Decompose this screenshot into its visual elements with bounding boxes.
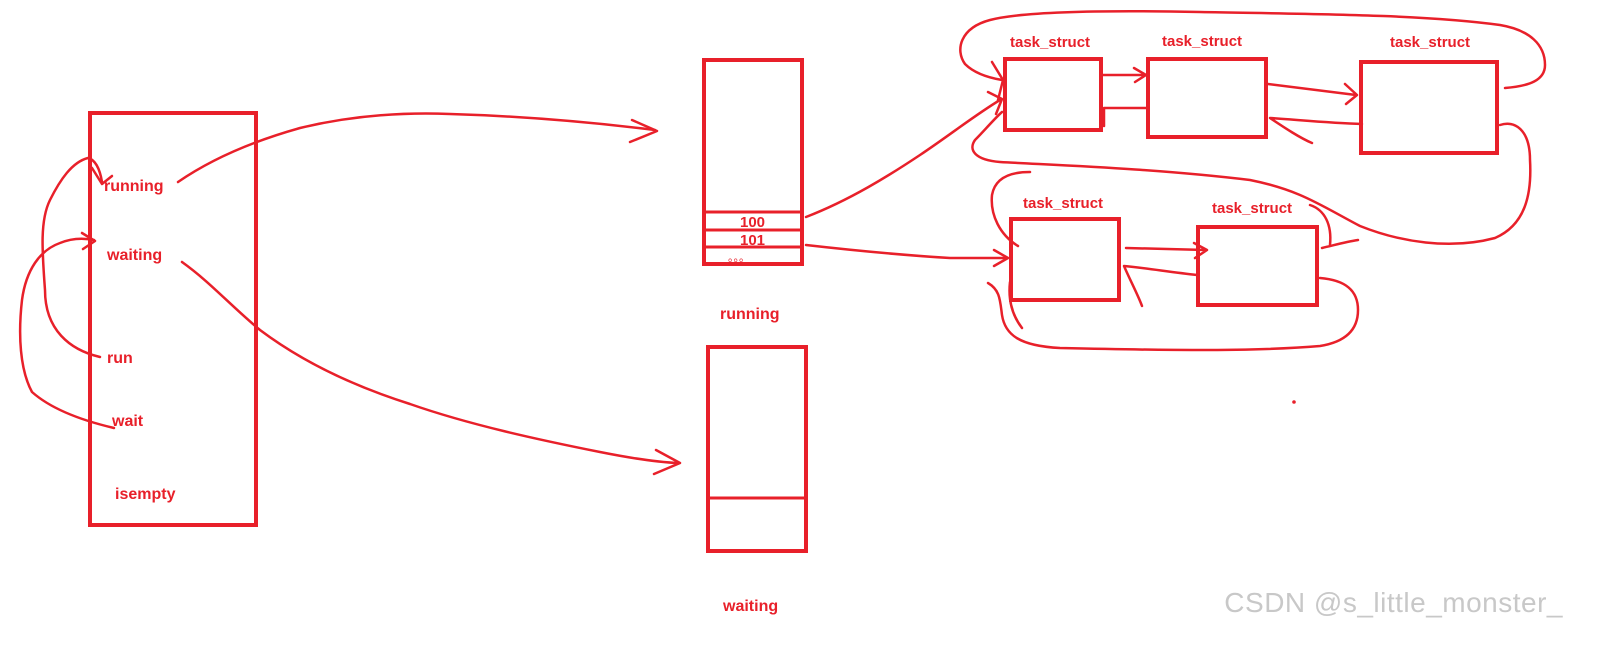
top-task-node-3 [1359, 60, 1499, 155]
bottom-task-struct-label-2: task_struct [1212, 200, 1292, 217]
bottom-link-1-2-next [1124, 241, 1209, 260]
run-to-running-arrowhead [90, 166, 114, 186]
slot-100-arrowhead [986, 90, 1004, 116]
running-queue-arrowhead [628, 118, 659, 144]
top-loop-head-to-tail [971, 110, 1532, 246]
top-task-node-1 [1003, 57, 1103, 132]
top-link-3-2-prev [1268, 116, 1364, 145]
method-isempty-label: isempty [115, 486, 176, 503]
top-task-struct-label-2: task_struct [1162, 33, 1242, 50]
slot-100-to-top-list-arrow [804, 98, 1002, 219]
stray-dot [1292, 400, 1296, 404]
waiting-queue: waiting [706, 345, 808, 615]
running-queue: 100 101 。。。 running [702, 58, 804, 323]
bottom-task-node-1 [1009, 217, 1121, 302]
waiting-queue-outline [706, 345, 808, 553]
watermark: CSDN @s_little_monster_ [1224, 587, 1563, 618]
top-link-1-2-next [1101, 66, 1148, 84]
bottom-task-list: task_struct task_struct [986, 170, 1360, 352]
bottom-task-node-2 [1196, 225, 1319, 307]
running-to-running-queue-arrow [176, 112, 657, 184]
running-queue-outline [702, 58, 804, 266]
bottom-loop-tail-to-head [1308, 203, 1360, 250]
slot-101-to-bottom-list-arrow [804, 243, 1008, 260]
top-loop-arrowhead [990, 60, 1005, 102]
top-link-2-1-prev [1102, 106, 1148, 128]
run-to-running-arrow [41, 156, 104, 359]
waiting-queue-arrowhead [652, 448, 682, 476]
bottom-loop-outer [986, 276, 1360, 352]
slot-to-list-arrows [804, 90, 1010, 268]
top-loop-tail-to-head [959, 10, 1547, 90]
bottom-loop-inner [1008, 280, 1024, 330]
member-running-label: running [104, 178, 164, 195]
top-task-node-2 [1146, 57, 1268, 139]
method-wait-label: wait [111, 413, 144, 430]
bottom-loop-top [990, 170, 1032, 248]
slot-101-arrowhead [992, 248, 1010, 268]
top-task-struct-label-3: task_struct [1390, 34, 1470, 51]
top-link-2-3-next [1266, 82, 1359, 106]
method-run-label: run [107, 350, 133, 367]
top-task-struct-label-1: task_struct [1010, 34, 1090, 51]
running-slot-101: 101 [740, 232, 765, 249]
wait-to-waiting-arrow [18, 237, 116, 430]
bottom-link-2-1-prev [1122, 264, 1199, 308]
waiting-queue-label: waiting [722, 598, 778, 615]
member-waiting-label: waiting [106, 247, 162, 264]
top-task-list: task_struct task_struct task_struct [959, 10, 1547, 246]
left-loop-arrows [18, 156, 116, 430]
running-slot-100: 100 [740, 214, 765, 231]
member-to-queue-arrows [176, 112, 682, 476]
left-box-outline [88, 111, 258, 527]
left-class-box: running waiting run wait isempty [88, 111, 258, 527]
waiting-to-waiting-queue-arrow [180, 260, 680, 465]
running-queue-label: running [720, 306, 780, 323]
running-slot-ellipsis: 。。。 [728, 252, 750, 264]
bottom-task-struct-label-1: task_struct [1023, 195, 1103, 212]
wait-to-waiting-arrowhead [80, 231, 97, 251]
